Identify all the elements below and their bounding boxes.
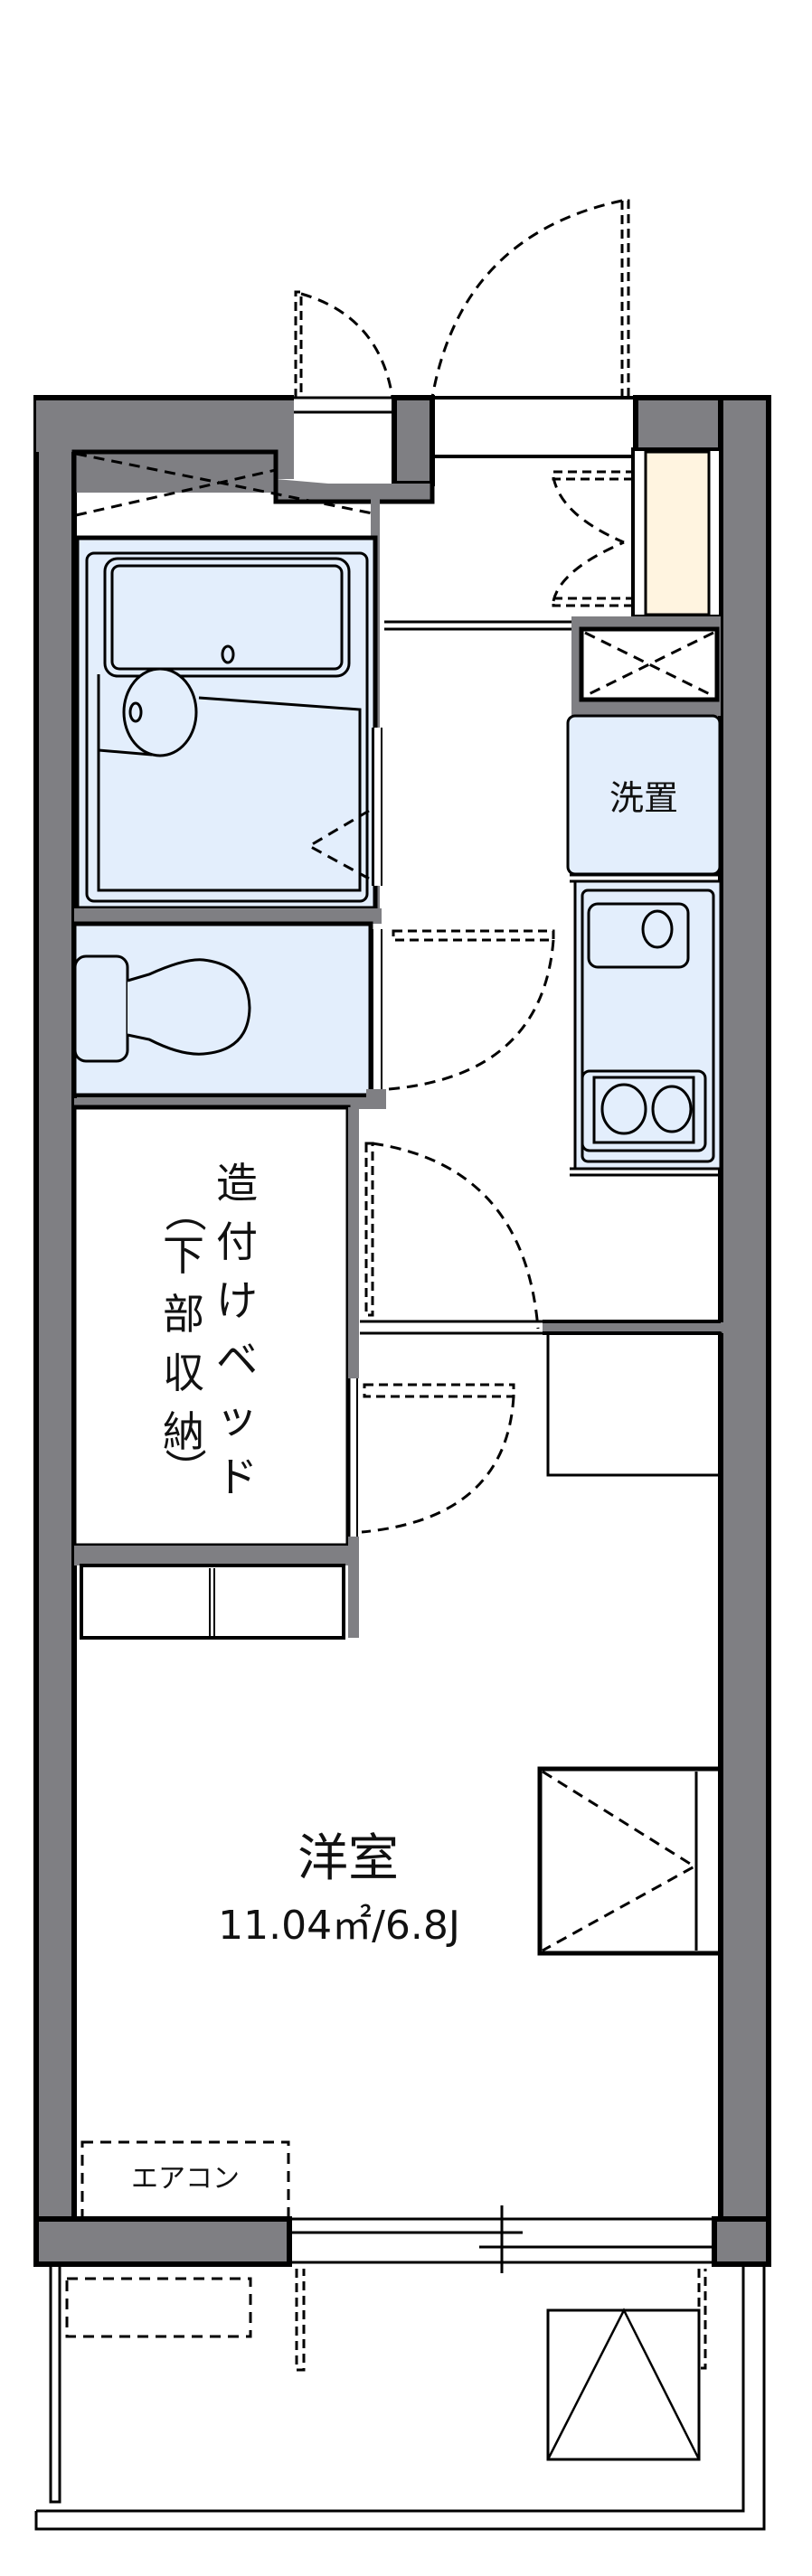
wall-right bbox=[718, 395, 771, 2267]
svg-text:ッ: ッ bbox=[216, 1394, 258, 1443]
wall-pillar bbox=[392, 395, 435, 486]
svg-text:付: 付 bbox=[216, 1217, 258, 1266]
svg-text:ベ: ベ bbox=[216, 1335, 258, 1384]
burner-1 bbox=[600, 1083, 647, 1135]
svg-text:下: 下 bbox=[163, 1231, 204, 1280]
toilet-bowl bbox=[127, 958, 251, 1056]
cabinet bbox=[546, 1331, 722, 1477]
svg-text:（: （ bbox=[160, 1190, 209, 1232]
door-swing-main bbox=[620, 199, 630, 398]
built-in-bed bbox=[71, 1105, 351, 1548]
bath-door-swing bbox=[306, 809, 370, 880]
room-name: 洋室 bbox=[297, 1829, 399, 1888]
storage-lower bbox=[80, 1564, 345, 1640]
shoe-closet-door-swing bbox=[552, 470, 633, 607]
outdoor-unit bbox=[65, 2277, 252, 2338]
dressing-room-x bbox=[75, 452, 373, 517]
wall-bottom-left bbox=[33, 2216, 292, 2267]
evacuation-hatch bbox=[546, 2308, 701, 2461]
svg-text:）: ） bbox=[160, 1448, 209, 1490]
aircon-box bbox=[80, 2140, 290, 2221]
door-swing-small bbox=[294, 290, 303, 398]
svg-text:納: 納 bbox=[163, 1407, 204, 1456]
built-in-bed-label: 造 付 け ベ ッ ド （ 下 部 収 納 ） bbox=[160, 1159, 258, 1501]
aircon-label: エアコン bbox=[131, 2163, 240, 2195]
toilet-door-swing bbox=[392, 929, 555, 942]
corridor-door-swing bbox=[364, 1142, 374, 1317]
toilet-tank bbox=[73, 954, 129, 1063]
stove bbox=[581, 1069, 707, 1152]
room-closet bbox=[537, 1766, 723, 1956]
bath-sink bbox=[122, 667, 198, 757]
svg-text:収: 収 bbox=[163, 1349, 204, 1397]
svg-text:け: け bbox=[216, 1276, 258, 1325]
room-door-swing bbox=[363, 1383, 515, 1398]
toilet-partition bbox=[74, 908, 382, 924]
washer-label: 洗置 bbox=[609, 778, 678, 818]
svg-text:部: 部 bbox=[163, 1290, 204, 1339]
room-area: 11.04㎡/6.8J bbox=[218, 1903, 460, 1949]
svg-text:ド: ド bbox=[216, 1453, 258, 1501]
balcony-rail bbox=[49, 2264, 61, 2504]
burner-2 bbox=[651, 1085, 693, 1133]
fridge-space bbox=[579, 626, 720, 702]
wall-left bbox=[33, 395, 77, 2267]
kitchen-sink bbox=[587, 902, 690, 969]
svg-text:造: 造 bbox=[216, 1159, 258, 1208]
